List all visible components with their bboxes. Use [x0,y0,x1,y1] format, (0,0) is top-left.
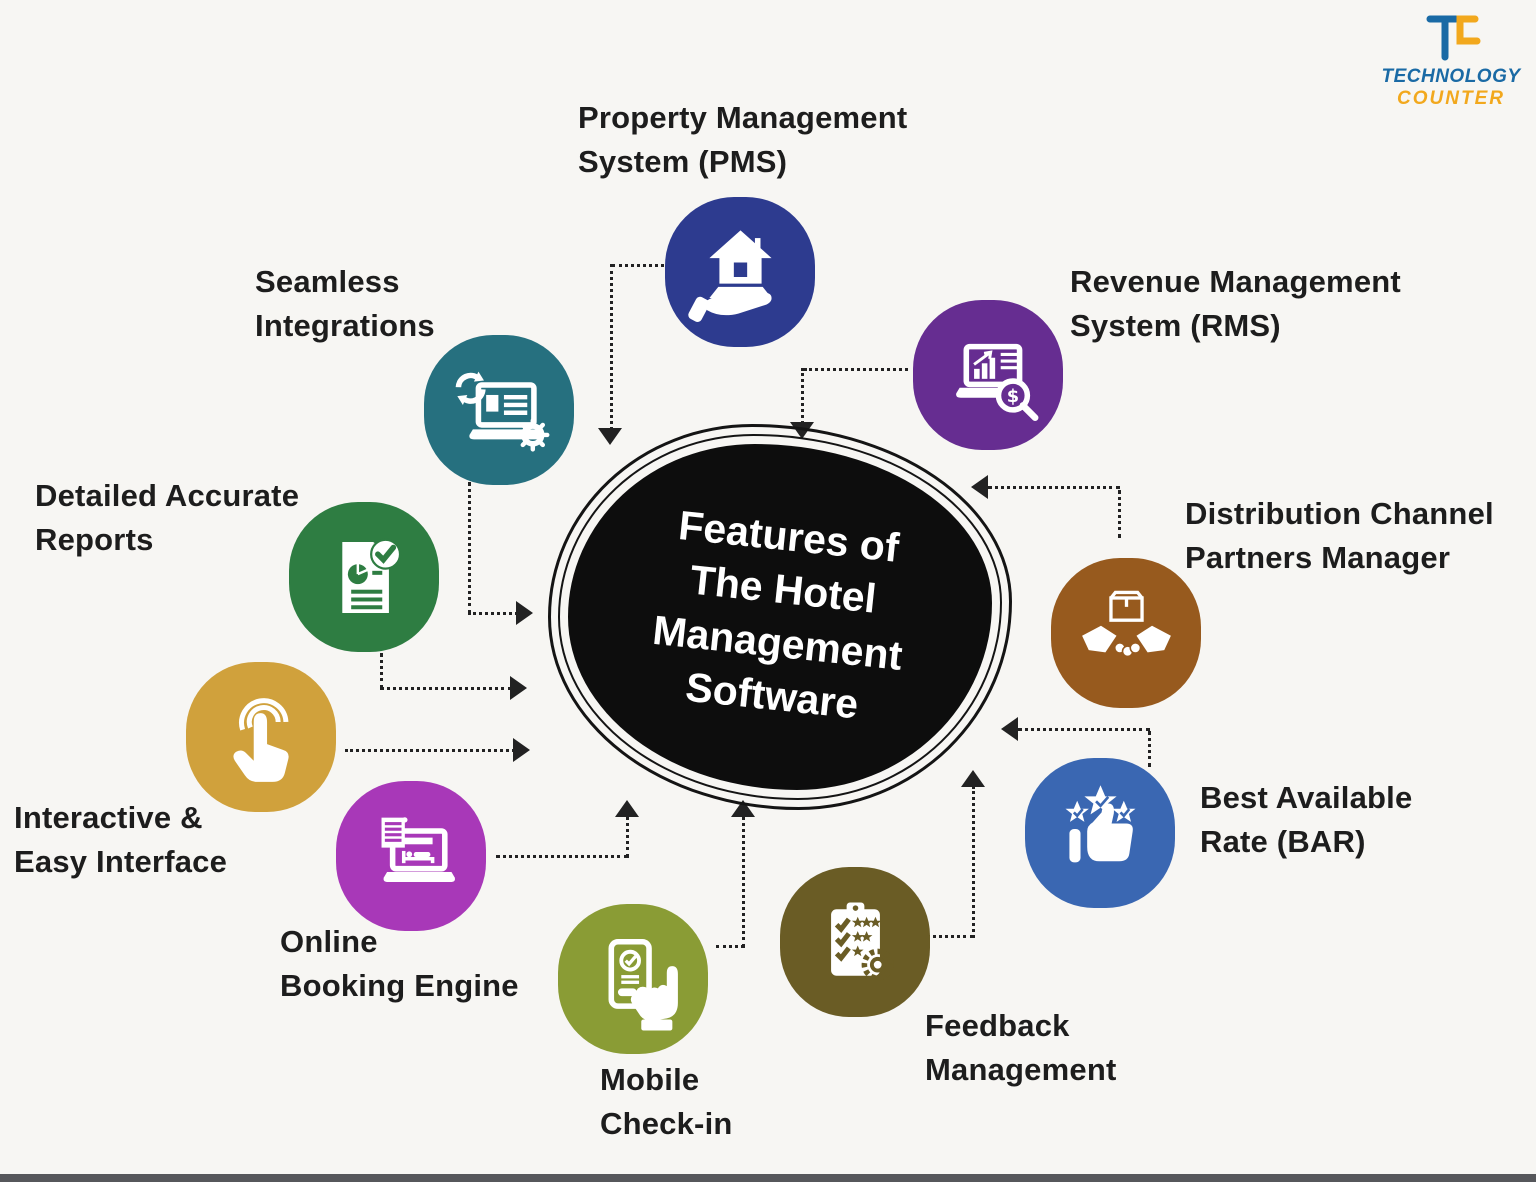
tc-blue-stroke [1426,15,1460,61]
distribution-label: Distribution Channel Partners Manager [1185,496,1494,576]
arrowhead-icon [598,428,622,445]
central-blob-ring: Features of The Hotel Management Softwar… [558,434,1002,800]
rms-badge: $ [913,300,1063,450]
arrowhead-icon [615,800,639,817]
mobile-badge [558,904,708,1054]
handshake-box-icon [1081,590,1171,657]
phone-check-hand-icon [608,938,678,1031]
feedback-badge [780,867,930,1017]
connector-line [801,368,804,424]
connector-line [988,486,1120,489]
connector-line [742,816,745,948]
interactive-label: Interactive & Easy Interface [14,800,228,880]
connector-line [468,612,518,615]
laptop-analytics-icon: $ [955,343,1038,421]
laptop-bed-icon [381,816,455,882]
connector-line [1148,731,1151,767]
clipboard-stars-gear-icon [830,902,894,981]
reports-label: Detailed Accurate Reports [35,478,300,558]
connector-line [804,368,908,371]
connector-line [1118,490,1121,538]
mobile-label: Mobile Check-in [600,1062,733,1142]
arrowhead-icon [513,738,530,762]
bar-label: Best Available Rate (BAR) [1200,780,1413,860]
connector-line [610,264,613,430]
booking-label: Online Booking Engine [280,924,519,1004]
diagram-title: Features of The Hotel Management Softwar… [650,502,905,728]
bottom-bar [0,1174,1536,1182]
arrowhead-icon [516,601,533,625]
connector-line [972,786,975,938]
svg-text:$: $ [1006,387,1018,407]
arrowhead-icon [510,676,527,700]
arrowhead-icon [971,475,988,499]
laptop-sync-gear-icon [455,371,549,452]
connector-line [1018,728,1150,731]
booking-badge [336,781,486,931]
technology-counter-logo: TECHNOLOGY COUNTER [1378,10,1524,110]
pms-label: Property Management System (PMS) [578,100,908,180]
report-check-icon [341,538,401,613]
connector-line [626,816,629,858]
connector-line [345,749,515,752]
arrowhead-icon [1001,717,1018,741]
central-blob-fill: Features of The Hotel Management Softwar… [568,444,992,790]
connector-line [380,653,383,689]
rms-label: Revenue Management System (RMS) [1070,264,1401,344]
connector-line [380,687,512,690]
connector-line [468,482,471,614]
connector-line [496,855,628,858]
tap-hand-icon [232,697,289,782]
tc-monogram-icon [1426,15,1481,61]
seamless-badge [424,335,574,485]
pms-badge [665,197,815,347]
feedback-label: Feedback Management [925,1008,1117,1088]
connector-line [716,945,744,948]
hand-house-icon [687,229,772,322]
thumbs-up-stars-icon [1065,784,1135,862]
arrowhead-icon [961,770,985,787]
logo-word-counter: COUNTER [1397,88,1505,109]
interactive-badge [186,662,336,812]
logo-word-technology: TECHNOLOGY [1381,66,1521,87]
distribution-badge [1051,558,1201,708]
connector-line [612,264,664,267]
seamless-label: Seamless Integrations [255,264,435,344]
bar-badge [1025,758,1175,908]
reports-badge [289,502,439,652]
connector-line [908,935,974,938]
central-blob: Features of The Hotel Management Softwar… [548,424,1012,810]
